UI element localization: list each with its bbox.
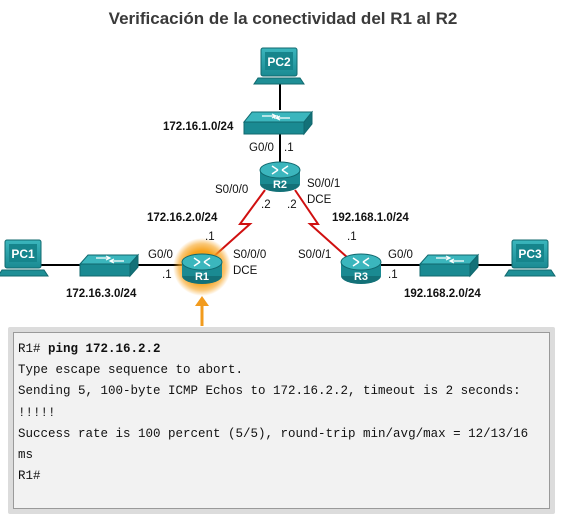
terminal-line: !!!!! (18, 405, 56, 420)
serial-link-r1-r2 (211, 189, 266, 259)
pc3-label: PC3 (518, 247, 542, 261)
highlight-arrow (195, 296, 209, 326)
r1-g00-host: .1 (162, 269, 172, 281)
network-label-lan-r3: 192.168.2.0/24 (404, 288, 481, 300)
r1-s000-label: S0/0/0 (233, 249, 266, 261)
page-title: Verificación de la conectividad del R1 a… (109, 9, 458, 28)
network-label-wan-r2-r3: 192.168.1.0/24 (332, 212, 409, 224)
terminal-prompt-end: R1# (18, 469, 41, 484)
r2-s001-host: .2 (287, 199, 297, 211)
terminal-line: Sending 5, 100-byte ICMP Echos to 172.16… (18, 384, 521, 399)
r2-label: R2 (273, 179, 287, 191)
network-label-lan-r1: 172.16.3.0/24 (66, 288, 137, 300)
pc2-icon: PC2 (253, 47, 305, 85)
r2-s000-label: S0/0/0 (215, 184, 248, 196)
switch-r2-icon (242, 110, 314, 136)
pc3-icon: PC3 (504, 239, 556, 277)
r3-label: R3 (354, 271, 368, 283)
r3-router-icon: R3 (340, 253, 382, 284)
r3-s001-host: .1 (347, 231, 357, 243)
r2-s000-host: .2 (261, 199, 271, 211)
r2-g00-label: G0/0 (249, 142, 274, 154)
terminal-command: ping 172.16.2.2 (48, 342, 161, 356)
terminal-line: Success rate is 100 percent (5/5), round… (18, 426, 529, 441)
network-label-lan-r2: 172.16.1.0/24 (163, 121, 234, 133)
r3-s001-label: S0/0/1 (298, 249, 331, 261)
terminal-line: ms (18, 448, 34, 463)
r3-g00-label: G0/0 (388, 249, 413, 261)
switch-r1-icon (78, 253, 140, 278)
r3-g00-host: .1 (388, 269, 398, 281)
terminal-line: Type escape sequence to abort. (18, 363, 244, 378)
r2-g00-host: .1 (284, 142, 294, 154)
r2-s001-label: S0/0/1 (307, 178, 340, 190)
switch-r3-icon (418, 253, 480, 278)
pc1-label: PC1 (11, 247, 35, 261)
terminal-prompt: R1# (18, 342, 41, 356)
terminal-output: R1# ping 172.16.2.2 Type escape sequence… (13, 332, 550, 509)
r1-label: R1 (195, 271, 209, 283)
network-topology: Verificación de la conectividad del R1 a… (0, 9, 556, 326)
pc1-icon: PC1 (0, 239, 49, 277)
r1-s000-host: .1 (205, 231, 215, 243)
r2-s001-dce: DCE (307, 194, 332, 206)
terminal-window: R1# ping 172.16.2.2 Type escape sequence… (8, 327, 555, 514)
network-label-wan-r1-r2: 172.16.2.0/24 (147, 212, 218, 224)
r1-router-icon: R1 (173, 238, 231, 296)
serial-link-r2-r3 (294, 189, 349, 259)
r2-router-icon: R2 (259, 161, 301, 192)
r1-g00-label: G0/0 (148, 249, 173, 261)
pc2-label: PC2 (267, 55, 291, 69)
terminal-command-line: R1# ping 172.16.2.2 (18, 339, 549, 360)
r1-s000-dce: DCE (233, 265, 258, 277)
